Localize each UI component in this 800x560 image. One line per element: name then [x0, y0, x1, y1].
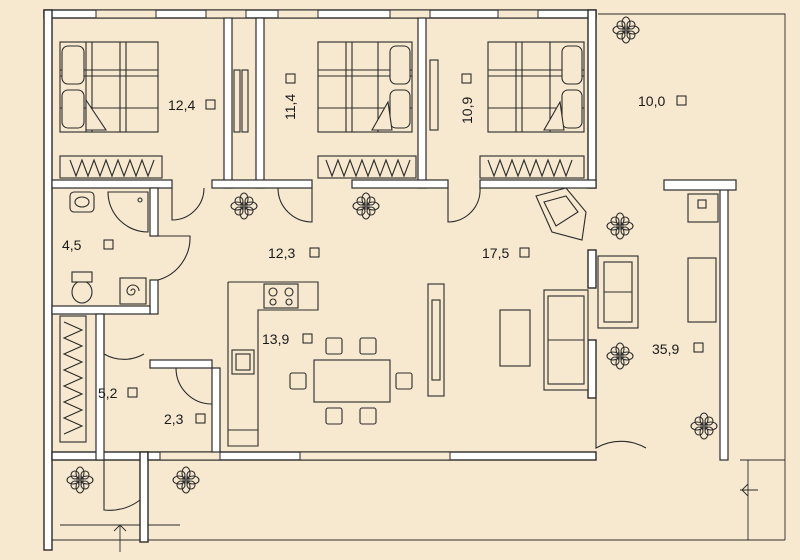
stove-icon: [263, 283, 299, 309]
bedroom-3: 10,9: [429, 41, 585, 179]
lounger-icon: [687, 257, 717, 323]
plant-icon: [66, 466, 94, 494]
tv-cabinet-icon: [427, 283, 445, 397]
sliding-doors: [233, 69, 249, 133]
chair-icon: [359, 337, 377, 355]
shower-icon: [107, 191, 149, 233]
sink-icon: [231, 349, 255, 375]
sofa-icon: [597, 255, 639, 329]
plant-icon: [352, 192, 380, 220]
chair-icon: [359, 407, 377, 425]
doors: [103, 187, 647, 511]
site-outline: [48, 13, 786, 552]
armchair-icon: [535, 187, 587, 241]
bed-icon: [317, 41, 413, 133]
area-unit-square: [195, 413, 206, 424]
area-unit-square: [285, 73, 296, 84]
dining-set: [289, 337, 413, 425]
area-unit-square: [519, 247, 530, 258]
room-area-terrace-top: 10,0: [638, 93, 665, 109]
desk-icon: [429, 59, 439, 131]
room-area-kitchen-dining: 13,9: [262, 331, 289, 347]
wardrobe-icon: [59, 315, 87, 443]
area-unit-square: [302, 333, 313, 344]
area-unit-square: [205, 99, 216, 110]
room-area-hall: 12,3: [268, 245, 295, 261]
plant-icon: [172, 466, 200, 494]
sink-icon: [69, 191, 95, 213]
wardrobe-room: 5,2: [59, 315, 138, 443]
bed-icon: [59, 41, 159, 133]
room-area-utility: 2,3: [164, 411, 184, 427]
toilet-icon: [71, 271, 93, 304]
plant-icon: [612, 16, 640, 44]
area-unit-square: [461, 73, 472, 84]
chair-icon: [395, 372, 413, 390]
room-area-living: 17,5: [482, 245, 509, 261]
wardrobe-icon: [59, 155, 163, 179]
room-area-terrace-side: 35,9: [652, 341, 679, 357]
room-area-bedroom-1: 12,4: [168, 97, 195, 113]
area-unit-square: [693, 342, 704, 353]
plant-icon: [606, 342, 634, 370]
room-area-wardrobe: 5,2: [98, 385, 118, 401]
bedroom-2: 11,4: [282, 41, 417, 179]
wardrobe-icon: [317, 155, 417, 179]
area-unit-square: [309, 247, 320, 258]
walls: [43, 9, 737, 551]
area-unit-square: [127, 387, 138, 398]
chair-icon: [325, 337, 343, 355]
coffee-table-icon: [499, 309, 531, 367]
living-room: 17,5: [427, 187, 589, 397]
table-icon: [313, 359, 391, 403]
plant-icon: [606, 212, 634, 240]
room-area-bedroom-3: 10,9: [459, 97, 475, 124]
kitchen: 13,9: [227, 281, 319, 447]
chair-icon: [289, 372, 307, 390]
wardrobe-icon: [479, 155, 585, 179]
bed-icon: [487, 41, 585, 133]
terrace-side: 35,9: [597, 193, 719, 357]
room-area-bedroom-2: 11,4: [282, 94, 298, 120]
area-unit-square: [676, 95, 687, 106]
chair-icon: [325, 407, 343, 425]
bathroom: 4,5: [62, 191, 149, 305]
room-area-bathroom: 4,5: [62, 237, 82, 253]
sofa-icon: [543, 289, 589, 391]
bedroom-1: 12,4: [59, 41, 216, 179]
area-unit-square: [103, 239, 114, 250]
boiler-icon: [119, 277, 147, 305]
plant-icon: [690, 412, 718, 440]
plant-icon: [230, 192, 258, 220]
